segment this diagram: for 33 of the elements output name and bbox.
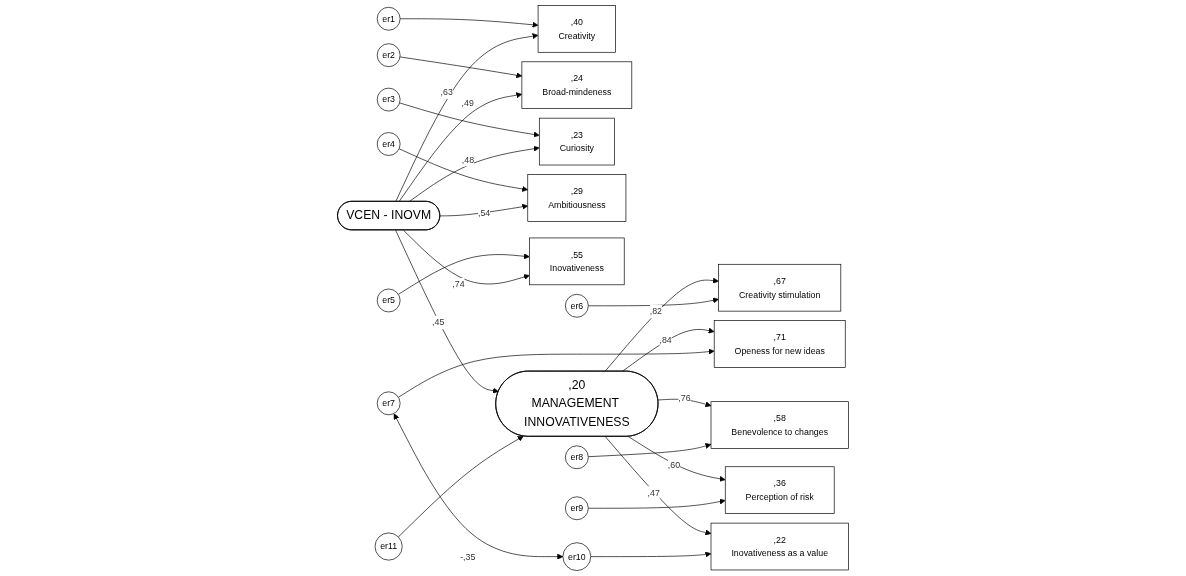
node-circle: er1 [376, 6, 401, 31]
node-circle: er11 [374, 532, 403, 561]
edge-label: ,60 [667, 460, 681, 471]
node-circle: er8 [565, 445, 589, 470]
node-circle: er2 [376, 43, 401, 67]
edge-label: ,49 [461, 98, 474, 109]
node-box: ,24 Broad-mindeness [521, 61, 633, 109]
node-circle: er3 [376, 87, 401, 112]
node-box: ,22 Inovativeness as a value [710, 522, 849, 571]
node-circle: er10 [562, 542, 592, 571]
node-circle: er5 [376, 288, 401, 313]
node-box: ,58 Benevolence to changes [710, 401, 849, 449]
edge-label: ,74 [452, 279, 465, 290]
edge-label: ,48 [461, 154, 475, 165]
edge-label: ,45 [432, 317, 445, 328]
edge-label: ,47 [647, 487, 660, 498]
edge-label: ,76 [678, 393, 691, 404]
node-box: ,55 Inovativeness [529, 237, 625, 286]
edge-label: ,84 [659, 334, 672, 345]
node-circle: er7 [376, 391, 401, 416]
edge-label: ,63 [440, 86, 453, 97]
edge-label: ,82 [649, 306, 662, 317]
node-box: ,36 Perception of risk [724, 466, 835, 514]
node-box: ,23 Curiosity [538, 117, 615, 166]
edge-label: ,54 [477, 207, 491, 218]
node-box: ,29 Ambitiousness [527, 174, 627, 222]
node-circle: er6 [565, 293, 589, 318]
node-circle: er9 [565, 496, 589, 521]
edge-label: -,35 [460, 551, 476, 562]
node-box: ,67 Creativity stimulation [718, 263, 842, 312]
node-circle: er4 [376, 132, 401, 156]
node-box: ,40 Creativity [537, 5, 616, 53]
node-box: ,71 Openess for new ideas [713, 320, 846, 368]
